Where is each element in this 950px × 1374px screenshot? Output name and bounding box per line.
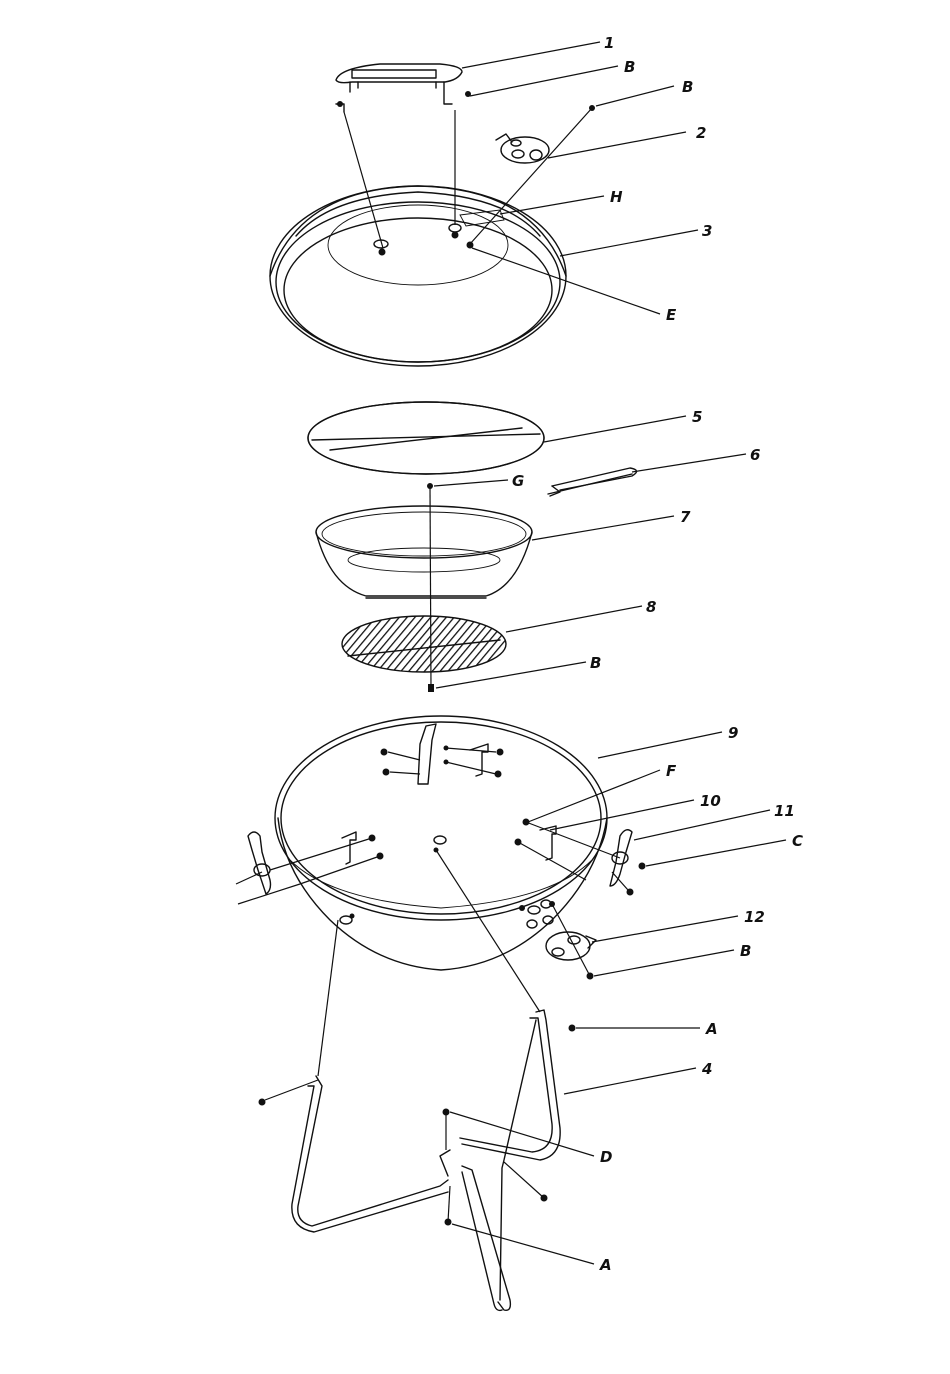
- callout-5: 5: [692, 408, 702, 426]
- charcoal-bowl-part: [316, 506, 532, 598]
- callout-1: 1: [604, 34, 614, 52]
- callout-10: 10: [700, 792, 721, 810]
- callout-b-handle-screw: B: [624, 58, 635, 76]
- callout-9: 9: [728, 724, 738, 742]
- callout-a-upper: A: [705, 1020, 718, 1038]
- callout-h: H: [610, 188, 623, 206]
- callout-4: 4: [701, 1060, 712, 1078]
- charcoal-grate-part: [342, 616, 506, 672]
- callout-d: D: [600, 1148, 612, 1166]
- callout-2: 2: [696, 124, 706, 142]
- callout-3: 3: [702, 222, 712, 240]
- callout-b-vent-screw: B: [682, 78, 693, 96]
- callout-e: E: [666, 306, 677, 324]
- callout-12: 12: [744, 908, 765, 926]
- callout-b-bottom-vent: B: [740, 942, 751, 960]
- callout-g: G: [512, 472, 524, 490]
- callout-7: 7: [680, 508, 691, 526]
- callout-8: 8: [646, 598, 656, 616]
- callout-11: 11: [774, 802, 795, 820]
- callout-b-center-bolt: B: [590, 654, 601, 672]
- callout-f: F: [666, 762, 677, 780]
- kettle-bowl-part: [275, 716, 607, 970]
- grill-lid-part: [270, 186, 566, 366]
- bottom-vent-damper-part: [546, 904, 596, 980]
- callout-c: C: [792, 832, 803, 850]
- cooking-grate-part: [308, 402, 544, 474]
- callout-6: 6: [750, 446, 760, 464]
- tongs-part: [548, 468, 637, 496]
- callout-a-lower: A: [599, 1256, 612, 1274]
